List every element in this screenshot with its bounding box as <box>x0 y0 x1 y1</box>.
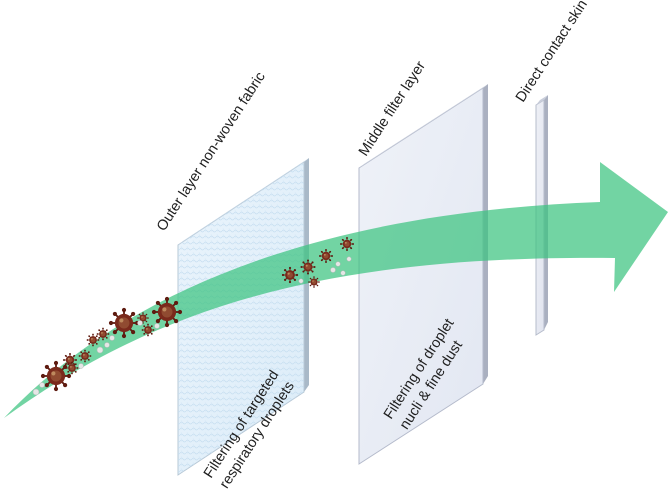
droplet-icon <box>298 278 304 284</box>
virus-particle-icon <box>339 236 355 252</box>
droplet-icon <box>154 323 160 329</box>
small-droplets-left <box>32 320 160 396</box>
virus-particle-icon <box>307 275 321 289</box>
virus-particle-icon <box>151 296 183 328</box>
droplet-icon <box>104 342 110 348</box>
virus-particle-icon <box>96 327 110 341</box>
droplet-icon <box>330 267 336 273</box>
droplet-icon <box>335 261 341 267</box>
virus-particle-icon <box>108 307 140 339</box>
skin-layer-label: Direct contact skin layer <box>513 0 610 105</box>
virus-particle-icon <box>141 323 155 337</box>
virus-particle-icon <box>281 266 299 284</box>
droplet-icon <box>96 346 104 354</box>
virus-particle-icon <box>65 361 79 375</box>
droplet-icon <box>39 382 45 388</box>
droplet-icon <box>109 335 115 341</box>
virus-particle-icon <box>300 259 316 275</box>
droplet-icon <box>137 320 143 326</box>
virus-particle-icon <box>86 333 100 347</box>
particles <box>32 236 355 396</box>
outer-fabric-panel <box>177 158 309 476</box>
airflow-arrow <box>4 162 668 418</box>
virus-particle-icon <box>318 248 334 264</box>
virus-particle-icon <box>78 349 92 363</box>
droplet-icon <box>340 270 346 276</box>
virus-particle-icon <box>40 360 72 392</box>
droplet-icon <box>346 256 352 262</box>
droplet-icon <box>78 363 84 369</box>
small-droplets-middle <box>298 256 352 284</box>
droplet-icon <box>32 388 40 396</box>
